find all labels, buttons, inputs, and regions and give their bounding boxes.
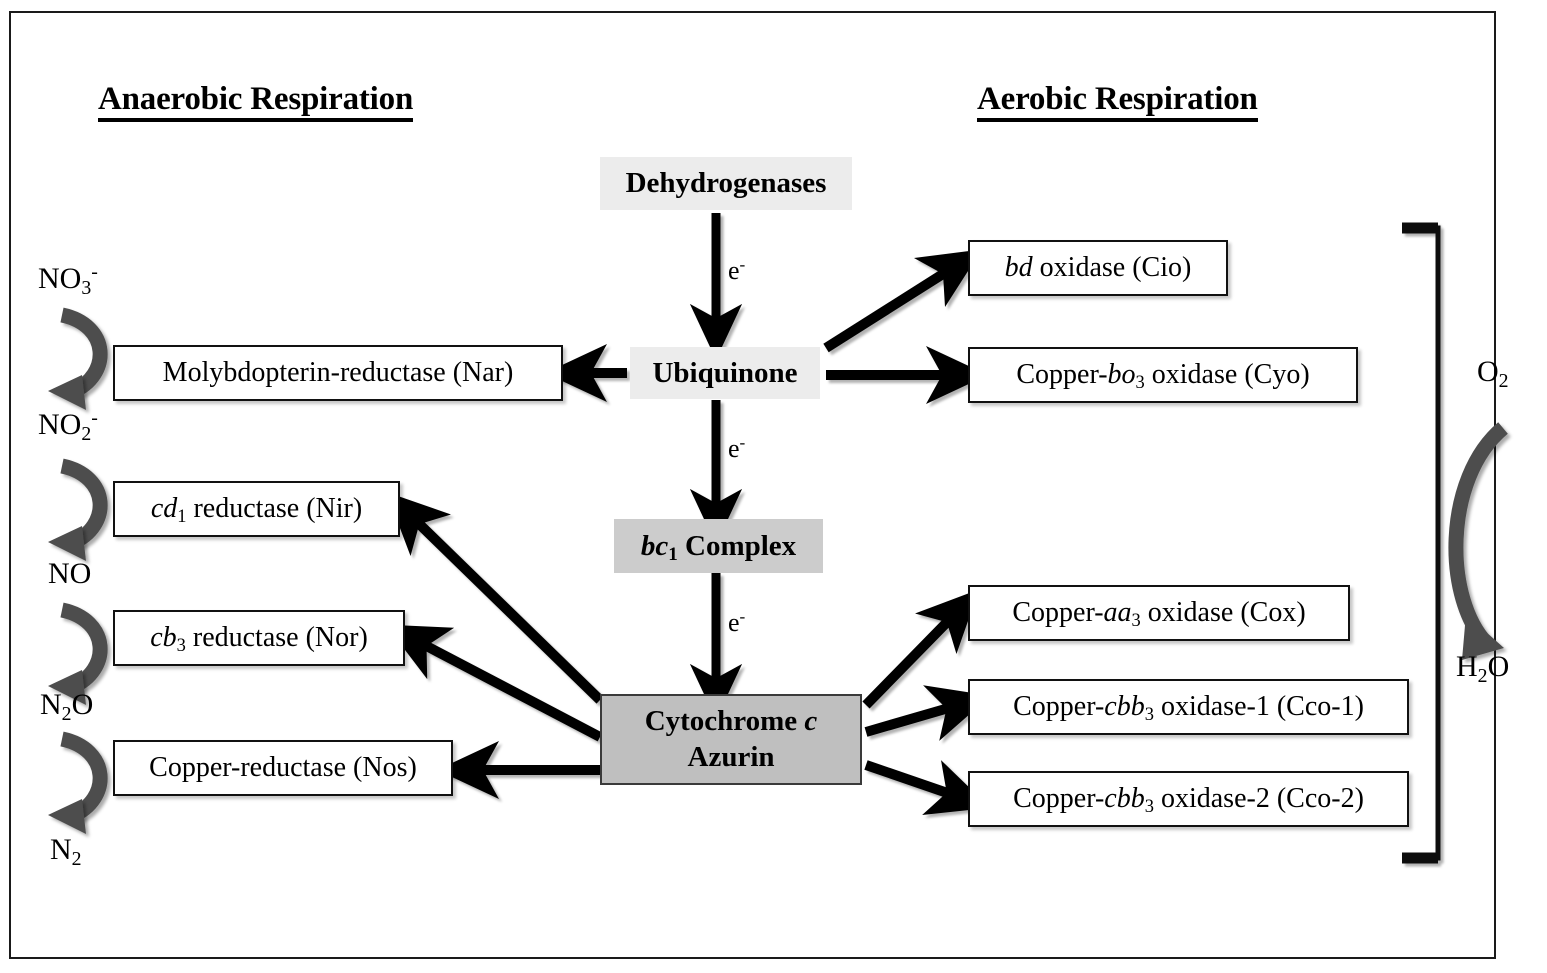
dinitrogen-base: N xyxy=(50,833,72,866)
bc1-subscript: 1 xyxy=(668,543,678,565)
box-copper-bo3-oxidase-cyo[interactable]: Copper-bo3 oxidase (Cyo) xyxy=(968,347,1358,403)
cox-italic: aa xyxy=(1103,597,1132,628)
label-nitrite: NO2- xyxy=(38,406,98,445)
electron-label-2-sup: - xyxy=(739,433,746,453)
node-bc1-complex[interactable]: bc1 Complex xyxy=(614,519,823,573)
nor-label: cb3 reductase (Nor) xyxy=(150,622,368,656)
electron-label-3: e- xyxy=(728,607,746,638)
node-ubiquinone-label: Ubiquinone xyxy=(652,356,798,389)
cio-label: bd oxidase (Cio) xyxy=(1005,252,1192,284)
water-tail: O xyxy=(1487,650,1510,683)
cytochrome-word: Cytochrome xyxy=(644,705,805,738)
electron-label-3-text: e xyxy=(728,608,740,637)
box-copper-aa3-oxidase-cox[interactable]: Copper-aa3 oxidase (Cox) xyxy=(968,585,1350,641)
nitrous-oxide-tail: O xyxy=(71,688,94,721)
bc1-suffix: Complex xyxy=(677,529,797,562)
water-sub: 2 xyxy=(1477,664,1488,687)
heading-aerobic-respiration: Aerobic Respiration xyxy=(977,82,1258,122)
water-base: H xyxy=(1456,650,1478,683)
cco1-italic: cbb xyxy=(1104,691,1145,722)
cox-label: Copper-aa3 oxidase (Cox) xyxy=(1012,597,1306,631)
cyo-post: oxidase (Cyo) xyxy=(1144,359,1310,390)
cio-post: oxidase (Cio) xyxy=(1032,252,1192,283)
cyo-pre: Copper- xyxy=(1016,359,1108,390)
cco1-pre: Copper- xyxy=(1013,691,1105,722)
cco2-label: Copper-cbb3 oxidase-2 (Cco-2) xyxy=(1013,783,1364,817)
cco1-subscript: 3 xyxy=(1144,704,1154,725)
label-dinitrogen: N2 xyxy=(50,833,82,870)
nor-prefix: cb xyxy=(150,622,177,653)
cox-subscript: 3 xyxy=(1131,610,1141,631)
nir-prefix: cd xyxy=(150,493,178,524)
nitrate-sup: - xyxy=(91,260,98,283)
electron-label-1-text: e xyxy=(728,256,740,285)
nos-label: Copper-reductase (Nos) xyxy=(149,752,417,783)
nor-subscript: 3 xyxy=(176,635,186,656)
cyo-label: Copper-bo3 oxidase (Cyo) xyxy=(1016,359,1310,393)
cox-post: oxidase (Cox) xyxy=(1140,597,1306,628)
dioxygen-sub: 2 xyxy=(1498,369,1509,392)
electron-label-1: e- xyxy=(728,255,746,286)
cco2-pre: Copper- xyxy=(1013,783,1105,814)
nir-suffix: reductase (Nir) xyxy=(186,493,363,524)
electron-label-2-text: e xyxy=(728,434,740,463)
node-bc1-complex-label: bc1 Complex xyxy=(640,529,797,565)
label-dioxygen: O2 xyxy=(1477,355,1509,392)
cco1-label: Copper-cbb3 oxidase-1 (Cco-1) xyxy=(1013,691,1364,725)
box-molybdopterin-reductase-nar[interactable]: Molybdopterin-reductase (Nar) xyxy=(113,345,563,401)
nar-label: Molybdopterin-reductase (Nar) xyxy=(162,357,514,388)
cco2-italic: cbb xyxy=(1104,783,1145,814)
nitrous-oxide-sub: 2 xyxy=(61,702,72,725)
node-ubiquinone[interactable]: Ubiquinone xyxy=(630,347,820,399)
node-dehydrogenases-label: Dehydrogenases xyxy=(625,167,827,199)
nor-suffix: reductase (Nor) xyxy=(185,622,368,653)
node-cytochrome-c-azurin[interactable]: Cytochrome c Azurin xyxy=(600,694,862,785)
label-nitrate: NO3- xyxy=(38,260,98,299)
nir-label: cd1 reductase (Nir) xyxy=(150,493,363,527)
electron-label-3-sup: - xyxy=(739,607,746,627)
cco2-subscript: 3 xyxy=(1144,796,1154,817)
electron-label-1-sup: - xyxy=(739,255,746,275)
cytochrome-line-1: Cytochrome c xyxy=(645,704,818,739)
cco1-post: oxidase-1 (Cco-1) xyxy=(1153,691,1364,722)
nitrate-sub: 3 xyxy=(81,276,92,299)
label-nitrous-oxide: N2O xyxy=(40,688,94,725)
box-bd-oxidase-cio[interactable]: bd oxidase (Cio) xyxy=(968,240,1228,296)
dinitrogen-sub: 2 xyxy=(71,847,82,870)
box-copper-cbb3-oxidase-1-cco1[interactable]: Copper-cbb3 oxidase-1 (Cco-1) xyxy=(968,679,1409,735)
node-dehydrogenases[interactable]: Dehydrogenases xyxy=(600,157,852,210)
cox-pre: Copper- xyxy=(1012,597,1104,628)
box-cd1-reductase-nir[interactable]: cd1 reductase (Nir) xyxy=(113,481,400,537)
box-copper-cbb3-oxidase-2-cco2[interactable]: Copper-cbb3 oxidase-2 (Cco-2) xyxy=(968,771,1409,827)
cyo-italic: bo xyxy=(1107,359,1136,390)
nitrate-base: NO xyxy=(38,262,82,295)
dioxygen-base: O xyxy=(1477,355,1499,388)
cco2-post: oxidase-2 (Cco-2) xyxy=(1153,783,1364,814)
nitrite-sub: 2 xyxy=(81,422,92,445)
nitrite-base: NO xyxy=(38,408,82,441)
bc1-prefix: bc xyxy=(640,529,669,562)
cyo-subscript: 3 xyxy=(1135,372,1145,393)
electron-label-2: e- xyxy=(728,433,746,464)
label-nitric-oxide: NO xyxy=(48,557,91,591)
cio-italic: bd xyxy=(1004,252,1033,283)
nitrite-sup: - xyxy=(91,406,98,429)
cytochrome-line-2: Azurin xyxy=(687,740,775,773)
nitric-oxide-base: NO xyxy=(48,557,92,590)
label-water: H2O xyxy=(1456,650,1510,687)
nitrous-oxide-base: N xyxy=(40,688,62,721)
nir-subscript: 1 xyxy=(177,506,187,527)
heading-anaerobic-respiration: Anaerobic Respiration xyxy=(98,82,413,122)
cytochrome-c-italic: c xyxy=(804,705,818,738)
box-copper-reductase-nos[interactable]: Copper-reductase (Nos) xyxy=(113,740,453,796)
box-cb3-reductase-nor[interactable]: cb3 reductase (Nor) xyxy=(113,610,405,666)
